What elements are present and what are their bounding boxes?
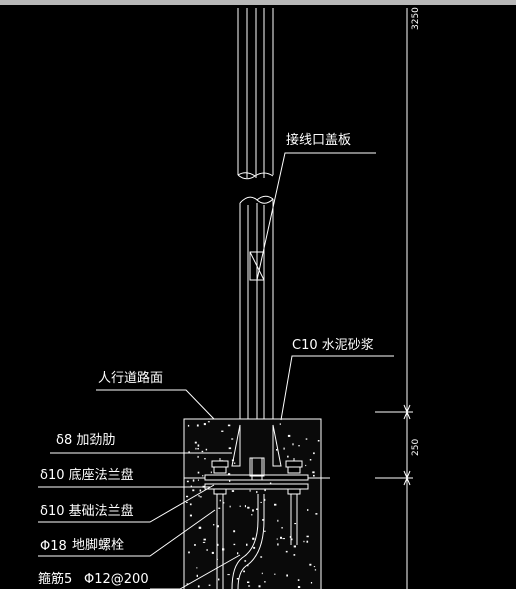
concrete-foundation bbox=[183, 418, 322, 589]
flange-assembly bbox=[204, 424, 309, 495]
label-cover-plate: 接线口盖板 bbox=[286, 132, 351, 148]
label-base-flange: δ10 底座法兰盘 bbox=[40, 467, 134, 483]
label-anchor-diameter: Φ18 bbox=[40, 539, 67, 554]
label-anchor-bolt: 地脚螺栓 bbox=[72, 537, 124, 553]
label-rebar-prefix: 箍筋5 bbox=[38, 571, 72, 587]
top-border bbox=[0, 0, 516, 5]
dim-text-top: 3250 bbox=[411, 7, 421, 30]
label-rebar-spec: Φ12@200 bbox=[84, 572, 149, 587]
dim-text-base: 250 bbox=[411, 439, 421, 456]
label-mortar: C10 水泥砂浆 bbox=[292, 338, 374, 353]
label-foundation-flange: δ10 基础法兰盘 bbox=[40, 503, 134, 519]
pole-upper bbox=[237, 8, 274, 180]
leader-lines bbox=[38, 152, 394, 589]
dimension-line bbox=[375, 8, 413, 589]
label-rib: δ8 加劲肋 bbox=[56, 433, 115, 448]
label-sidewalk: 人行道路面 bbox=[98, 370, 163, 386]
anchor-bolts bbox=[216, 494, 298, 589]
